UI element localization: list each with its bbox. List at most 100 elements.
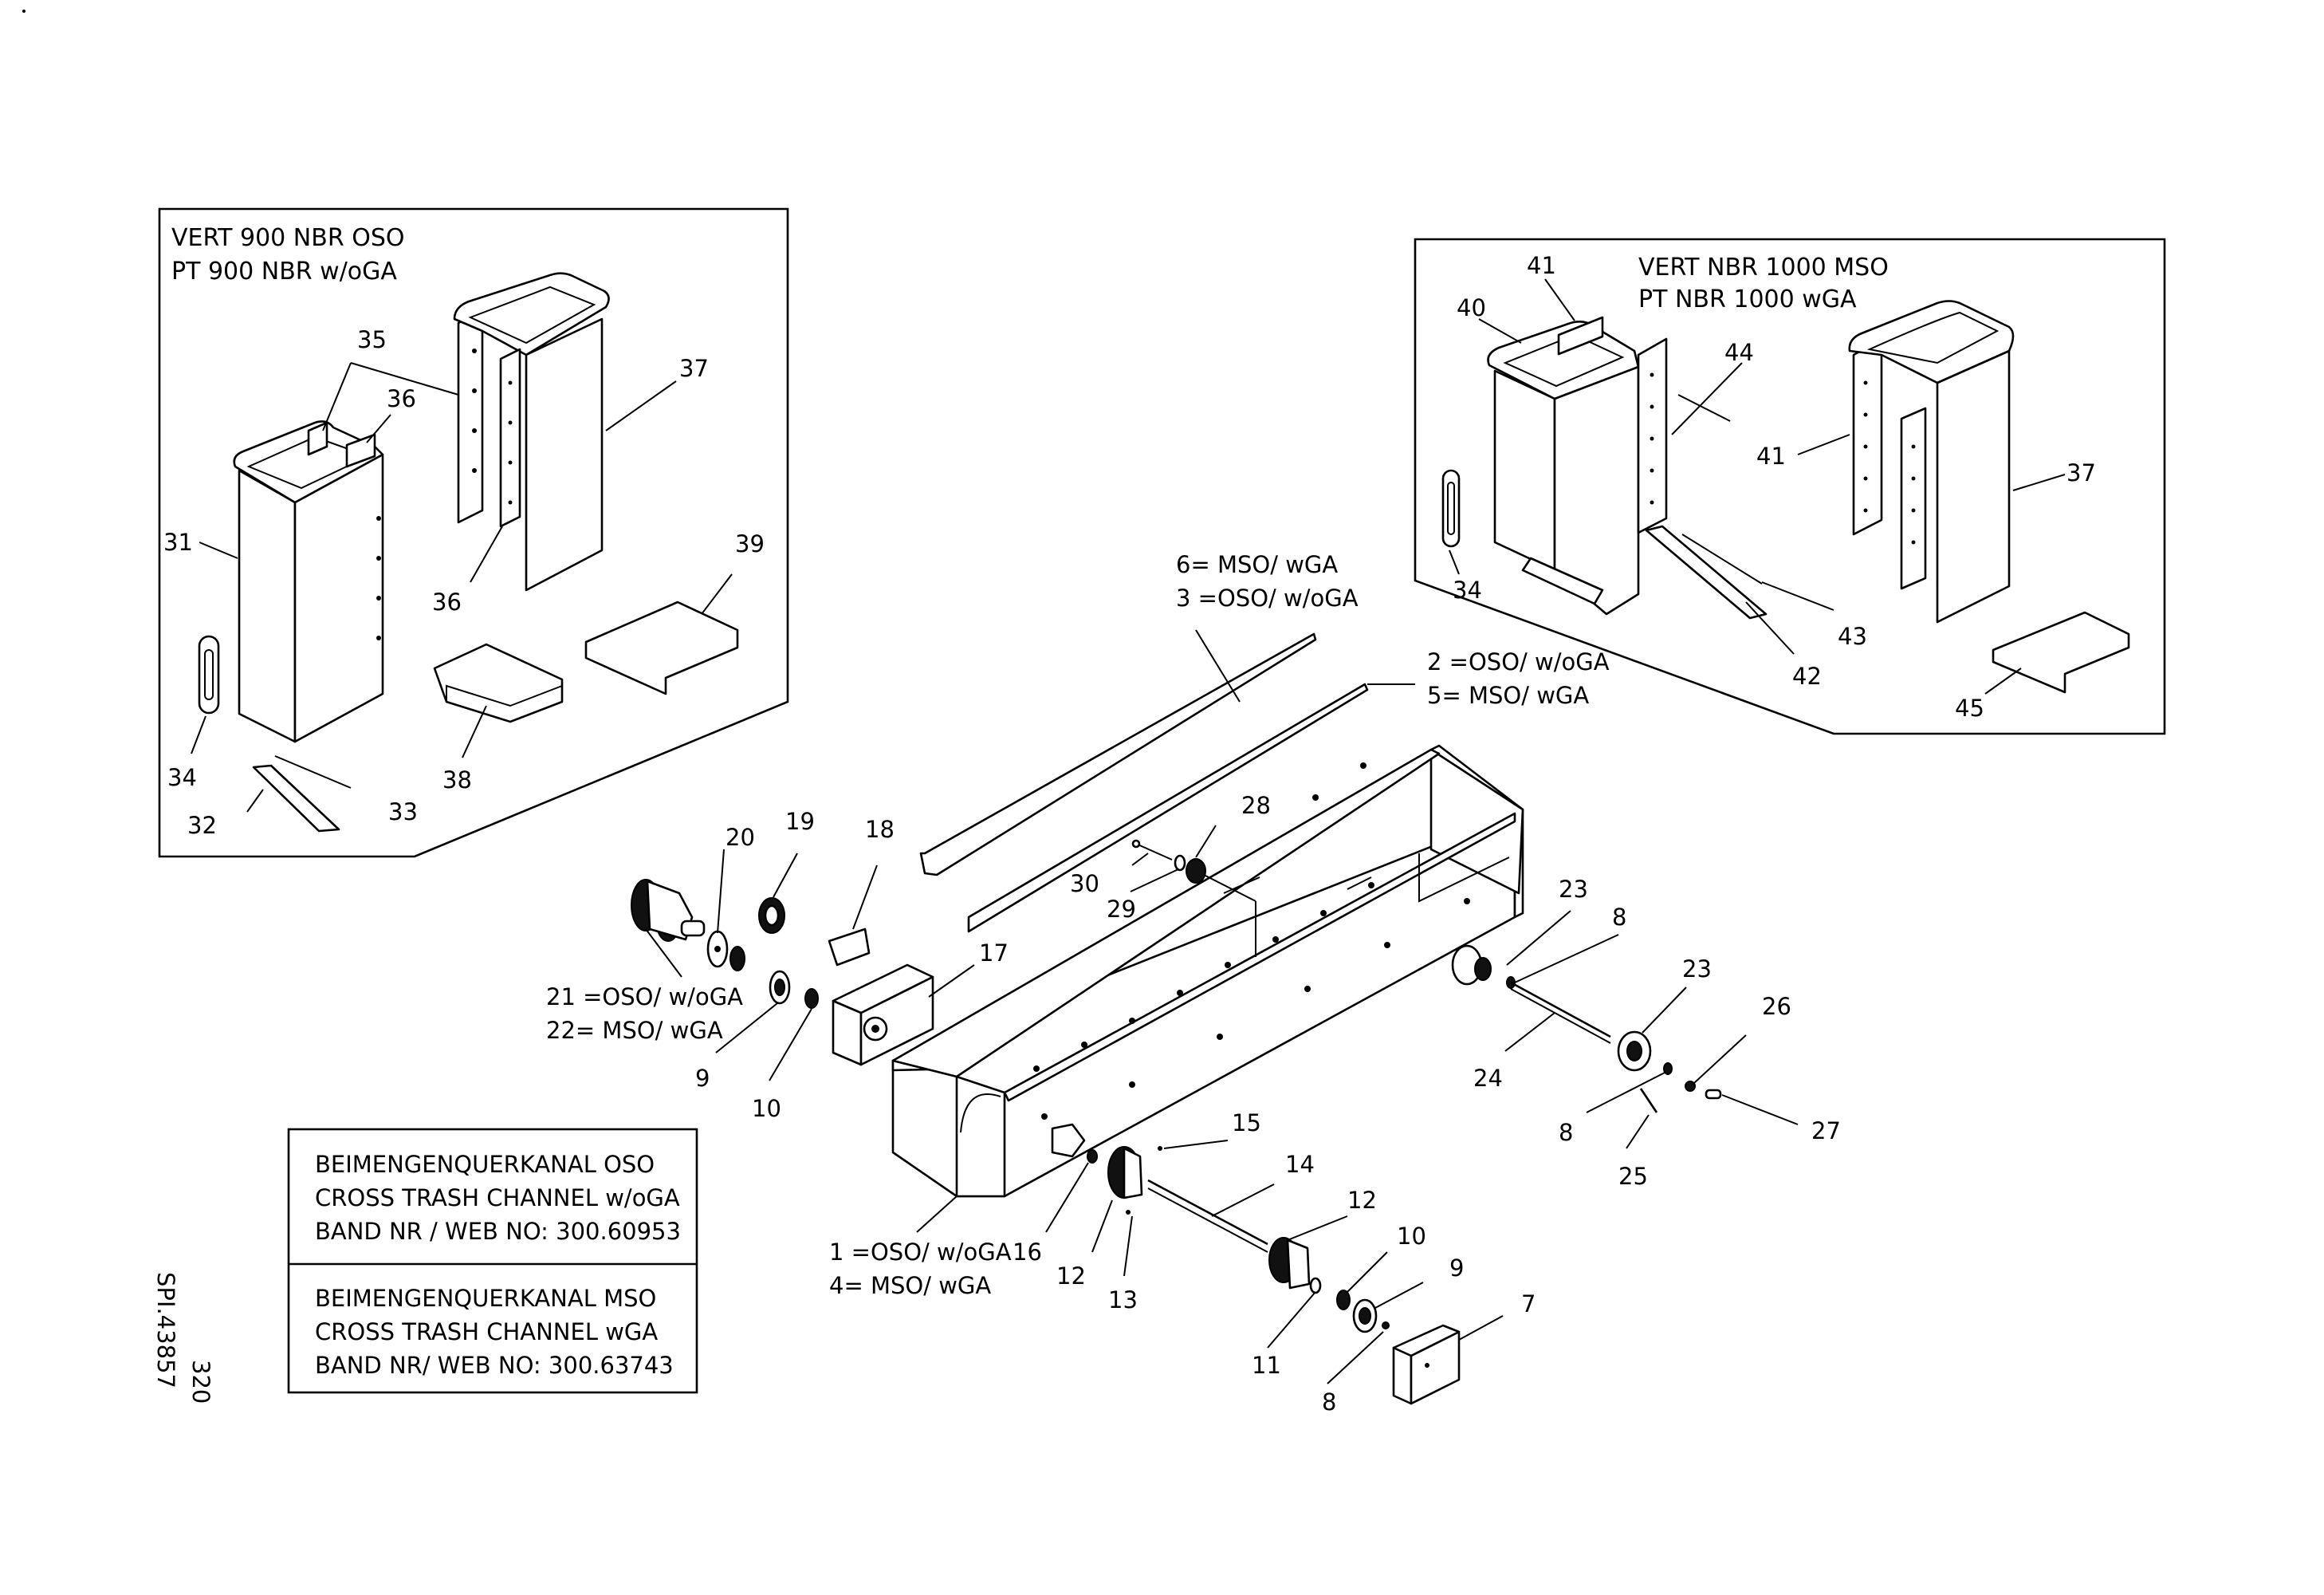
callout-30: 30 [1070, 870, 1099, 897]
strip-43 [1681, 534, 1763, 585]
callout-37-b: 37 [2066, 459, 2096, 486]
callout-11: 11 [1252, 1352, 1281, 1379]
ring-16 [1087, 1149, 1098, 1164]
callout-36-a: 36 [387, 385, 416, 412]
key-25 [1639, 1088, 1658, 1113]
callout-33: 33 [388, 798, 418, 825]
screw-30 [1135, 843, 1173, 861]
callout-10-a: 10 [752, 1095, 781, 1122]
callout-44: 44 [1724, 339, 1754, 366]
callout-28: 28 [1241, 792, 1271, 819]
callout-36-b: 36 [432, 589, 462, 616]
title-block-1-line-1: BEIMENGENQUERKANAL OSO [315, 1151, 655, 1178]
strip-2-5 [967, 683, 1369, 933]
callout-41-a: 41 [1527, 252, 1556, 279]
callout-26: 26 [1762, 993, 1791, 1020]
callout-20: 20 [726, 824, 755, 851]
callout-32: 32 [187, 812, 217, 839]
callout-29: 29 [1107, 896, 1136, 923]
callout-35: 35 [357, 326, 387, 353]
callout-9-b: 9 [1449, 1254, 1464, 1282]
ring-10-b [1336, 1290, 1351, 1310]
housing-7 [1392, 1324, 1461, 1405]
title-block-1-line-2: CROSS TRASH CHANNEL w/oGA [315, 1184, 680, 1211]
callout-45: 45 [1955, 695, 1984, 722]
strip-32 [252, 764, 340, 833]
title-block-1-line-3: BAND NR / WEB NO: 300.60953 [315, 1218, 681, 1245]
washer-26 [1685, 1081, 1696, 1092]
plate-35 [307, 421, 328, 456]
variant-strip-top-1: 6= MSO/ wGA [1176, 551, 1338, 578]
variant-channel-1: 1 =OSO/ w/oGA [829, 1239, 1012, 1266]
channel-1-4 [891, 744, 1524, 1198]
strip-42 [1645, 525, 1768, 620]
callout-10-b: 10 [1397, 1223, 1426, 1250]
title-block-2-line-2: CROSS TRASH CHANNEL wGA [315, 1318, 658, 1345]
callout-39: 39 [735, 530, 765, 557]
cover-39 [584, 601, 739, 695]
left-inset-title-1: VERT 900 NBR OSO [171, 224, 404, 252]
key-15 [1158, 1146, 1162, 1151]
callout-34-b: 34 [1453, 577, 1482, 604]
strip-44 [1637, 337, 1668, 534]
callout-31: 31 [163, 529, 193, 556]
callout-34: 34 [167, 764, 197, 791]
variant-gear-left-1: 21 =OSO/ w/oGA [546, 983, 743, 1010]
callout-8-b: 8 [1559, 1119, 1573, 1146]
callout-18: 18 [865, 816, 895, 843]
strip-3-6 [919, 632, 1317, 876]
vertical-duct-31 [233, 420, 384, 743]
bolt-27 [1705, 1089, 1722, 1100]
callout-23-a: 23 [1559, 876, 1588, 903]
right-inset-frame [1414, 238, 2166, 735]
left-inset-title-2: PT 900 NBR w/oGA [171, 258, 397, 286]
callout-9-a: 9 [695, 1065, 710, 1092]
callout-14: 14 [1285, 1151, 1315, 1178]
u-channel-37 [453, 272, 610, 592]
title-block: BEIMENGENQUERKANAL OSO CROSS TRASH CHANN… [287, 1128, 698, 1394]
title-block-2-line-3: BAND NR/ WEB NO: 300.63743 [315, 1352, 674, 1379]
callout-13: 13 [1108, 1286, 1138, 1313]
shaft-14 [1147, 1179, 1268, 1246]
left-inset-frame [158, 207, 789, 858]
right-inset-title-1: VERT NBR 1000 MSO [1638, 254, 1889, 282]
strip-36 [499, 348, 521, 528]
plate-18 [828, 927, 871, 967]
ring-8-c [1382, 1321, 1390, 1329]
shaft-24 [1510, 981, 1611, 1038]
strip-33 [274, 755, 352, 789]
ring-28 [1186, 858, 1206, 884]
housing-17 [832, 963, 934, 1066]
callout-8-c: 8 [1322, 1388, 1336, 1416]
washer-29 [1174, 854, 1186, 872]
variant-strip-mid-1: 2 =OSO/ w/oGA [1427, 648, 1610, 675]
title-block-frame [287, 1128, 698, 1394]
callout-19: 19 [785, 808, 815, 835]
callout-12-b: 12 [1347, 1187, 1377, 1214]
ring-11 [1309, 1277, 1322, 1294]
u-channel-37-b [1848, 300, 2015, 624]
callout-16: 16 [1013, 1239, 1042, 1266]
ring-10-a [804, 988, 819, 1009]
callout-17: 17 [979, 939, 1009, 967]
drawing-page: 320 [187, 1360, 214, 1404]
variant-strip-mid-2: 5= MSO/ wGA [1427, 682, 1589, 709]
plate-41-b [1900, 407, 1927, 590]
callout-15: 15 [1232, 1109, 1261, 1136]
right-inset-title-2: PT NBR 1000 wGA [1638, 286, 1857, 313]
callout-24: 24 [1473, 1065, 1503, 1092]
callout-42: 42 [1792, 663, 1822, 690]
right-inset: VERT NBR 1000 MSO PT NBR 1000 wGA [1414, 238, 2166, 735]
title-block-2-line-1: BEIMENGENQUERKANAL MSO [315, 1285, 656, 1312]
drawing-number: SPI.43857 [152, 1272, 179, 1388]
left-inset: VERT 900 NBR OSO PT 900 NBR w/oGA [158, 207, 789, 858]
callout-7: 7 [1521, 1290, 1536, 1317]
callout-12-a: 12 [1056, 1262, 1086, 1290]
cover-45 [1992, 611, 2130, 694]
variant-gear-left-2: 22= MSO/ wGA [546, 1017, 723, 1044]
gear-assembly-21-22 [631, 879, 706, 942]
variant-strip-top-2: 3 =OSO/ w/oGA [1176, 585, 1359, 612]
tray-38 [433, 643, 564, 723]
plate-41-a [1557, 316, 1604, 356]
